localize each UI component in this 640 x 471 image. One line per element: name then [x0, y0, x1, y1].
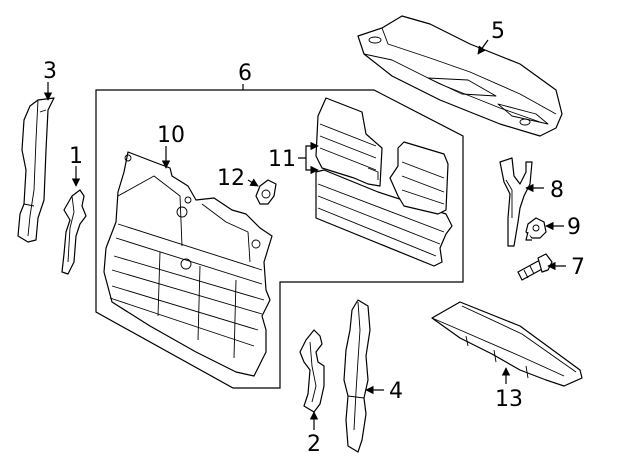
part-1-left-bracket[interactable] — [61, 189, 87, 275]
callout-1: 1 — [69, 144, 83, 169]
part-10-grille-frame[interactable] — [103, 151, 273, 377]
callout-3: 3 — [43, 59, 57, 84]
part-3-left-deflector[interactable] — [17, 97, 55, 243]
part-8-right-bracket[interactable] — [499, 157, 533, 247]
callout-7: 7 — [571, 255, 585, 280]
callout-6: 6 — [238, 61, 252, 86]
callout-2: 2 — [307, 432, 321, 457]
part-5-upper-cover[interactable] — [357, 15, 563, 137]
leader-lines — [43, 39, 566, 430]
callout-labels: 1 2 3 4 5 6 7 8 9 10 11 12 13 — [43, 19, 585, 457]
callout-13: 13 — [495, 387, 523, 412]
part-2-lower-bracket[interactable] — [299, 329, 325, 413]
assembly-outline-box — [95, 89, 464, 389]
callout-12: 12 — [217, 166, 245, 191]
part-13-lower-deflector[interactable] — [431, 301, 583, 387]
part-12-clip[interactable] — [255, 179, 277, 205]
callout-8: 8 — [550, 178, 564, 203]
part-9-push-clip[interactable] — [525, 217, 547, 241]
callout-4: 4 — [389, 379, 403, 404]
part-7-bolt[interactable] — [517, 253, 553, 281]
callout-11: 11 — [268, 147, 296, 172]
callout-5: 5 — [491, 19, 505, 44]
callout-9: 9 — [567, 215, 581, 240]
part-4-right-deflector[interactable] — [343, 299, 371, 453]
callout-10: 10 — [157, 123, 185, 148]
part-11-shutter-vanes[interactable] — [315, 97, 453, 267]
